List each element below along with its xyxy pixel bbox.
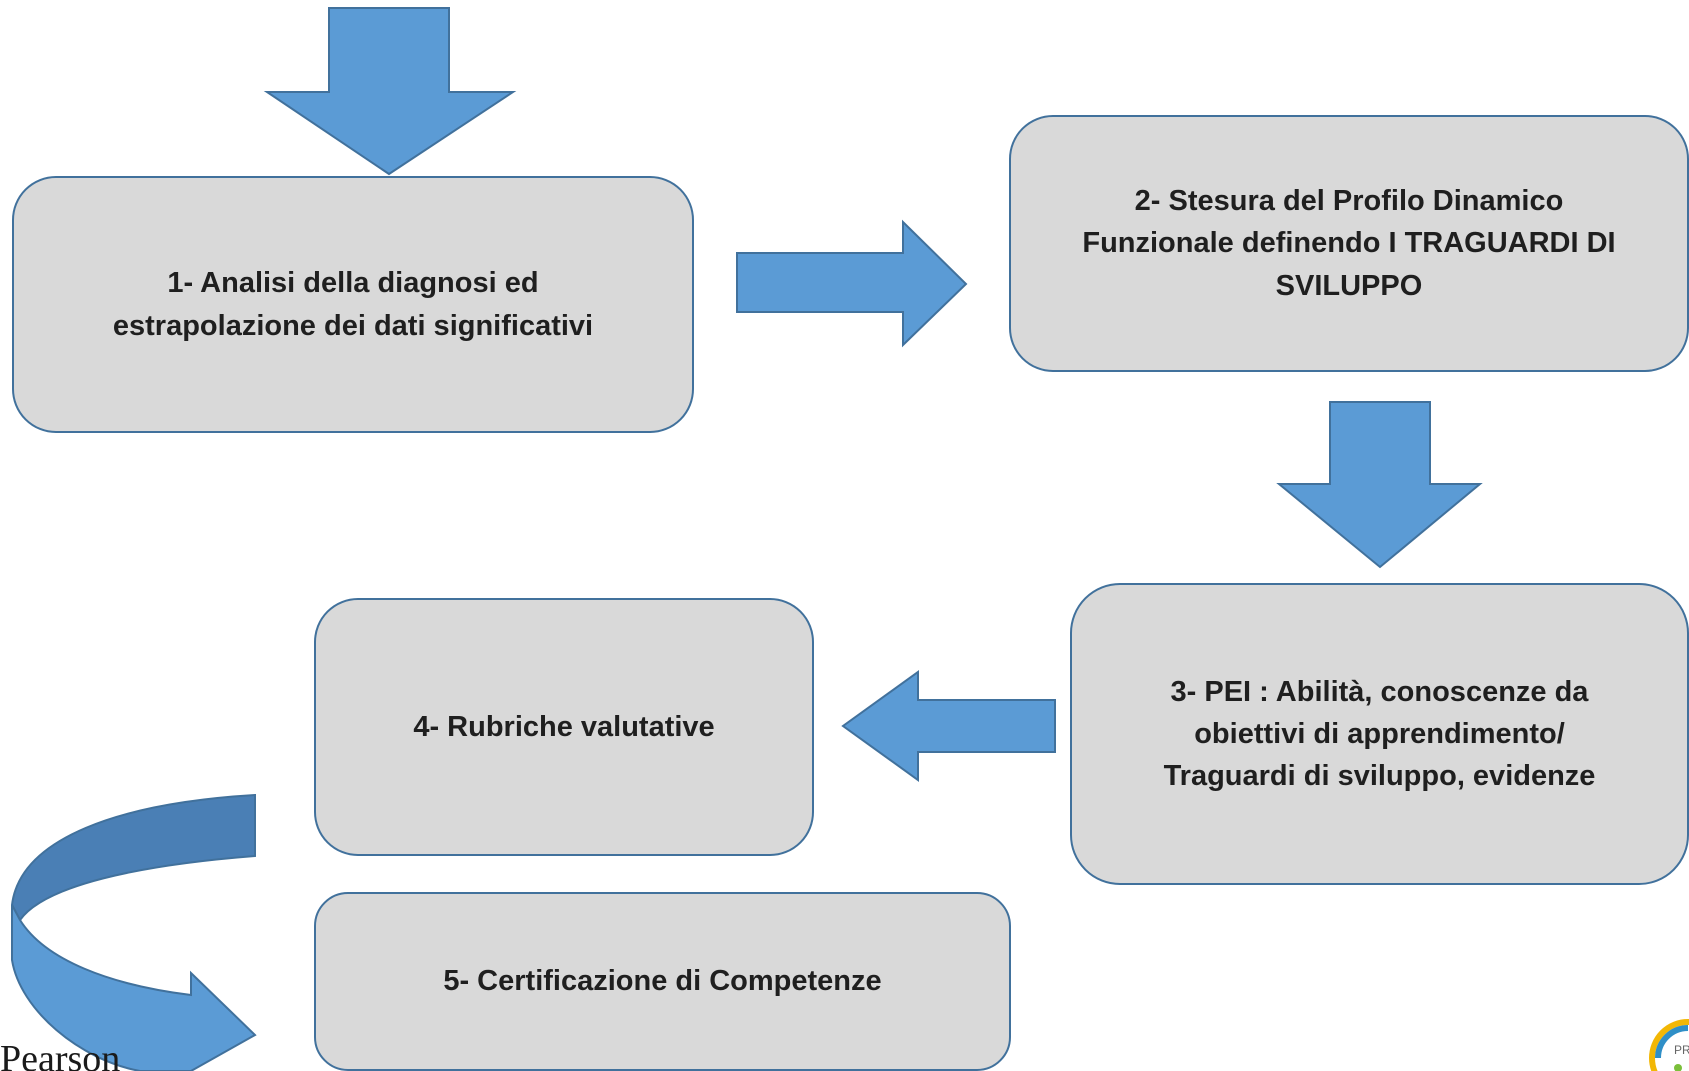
step-4-label: 4- Rubriche valutative — [413, 710, 715, 743]
corner-badge-logo: PR — [1649, 1019, 1689, 1071]
curved-arrow-lower-band — [11, 904, 257, 1071]
down-arrow-step2-to-step3 — [1276, 401, 1483, 569]
step-1-box: 1- Analisi della diagnosi ed estrapolazi… — [12, 176, 694, 433]
step-1-label: 1- Analisi della diagnosi ed estrapolazi… — [112, 267, 594, 342]
step-5-label: 5- Certificazione di Competenze — [443, 965, 882, 998]
step-3-label: 3- PEI : Abilità, conoscenze da obiettiv… — [1163, 675, 1596, 793]
pearson-logo: Pearson — [0, 1038, 121, 1071]
step-2-box: 2- Stesura del Profilo Dinamico Funziona… — [1009, 115, 1689, 372]
step-2-label: 2- Stesura del Profilo Dinamico Funziona… — [1082, 185, 1616, 302]
step-5-box: 5- Certificazione di Competenze — [314, 892, 1011, 1071]
curved-arrow-top-band — [10, 793, 256, 922]
step-4-box: 4- Rubriche valutative — [314, 598, 814, 856]
left-arrow-step3-to-step4 — [841, 670, 1056, 782]
corner-badge-text: PR — [1674, 1043, 1689, 1057]
curved-arrow-step4-to-step5 — [10, 793, 257, 1071]
step-3-box: 3- PEI : Abilità, conoscenze da obiettiv… — [1070, 583, 1689, 885]
right-arrow-step1-to-step2 — [736, 219, 968, 348]
down-arrow-into-step1 — [263, 7, 517, 176]
